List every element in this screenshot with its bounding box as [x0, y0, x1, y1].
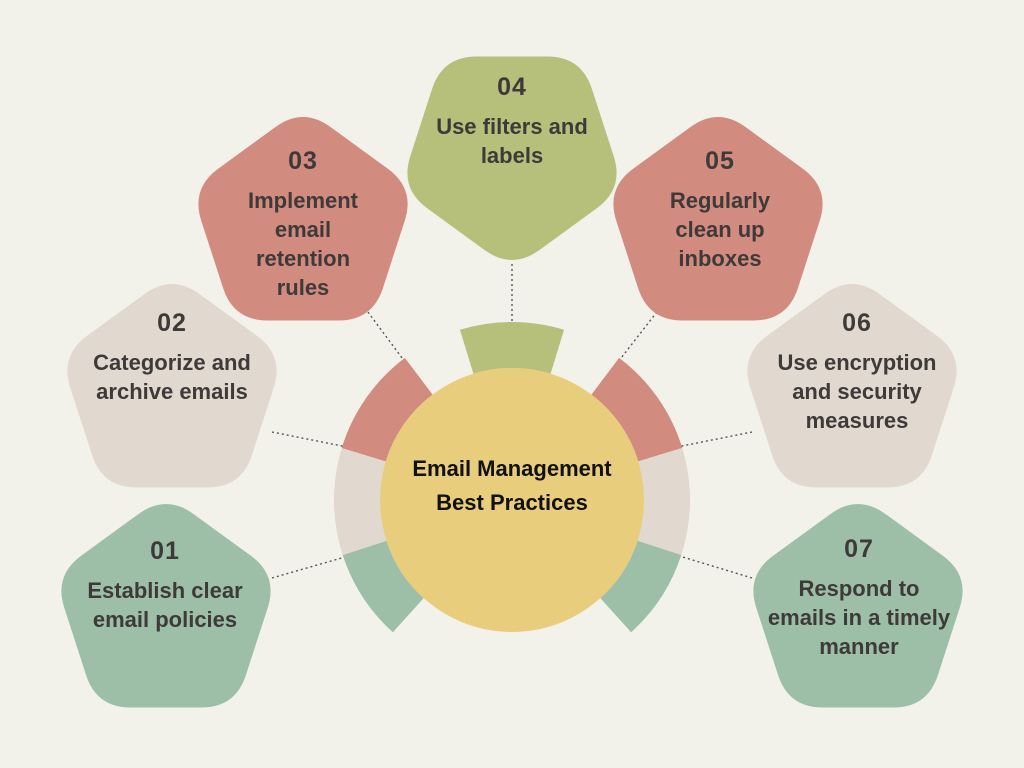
connector-line	[617, 307, 661, 363]
connector-line	[364, 307, 406, 363]
ring-segment	[459, 321, 565, 374]
step-04-text: 04 Use filters and labels	[412, 72, 612, 170]
pentagon-card	[407, 56, 617, 260]
pentagon-card	[67, 284, 277, 488]
step-01-text: 01 Establish clear email policies	[72, 536, 258, 634]
pentagon-card	[747, 284, 957, 488]
step-05-number: 05	[705, 147, 735, 175]
connector-lines	[271, 264, 753, 579]
step-07-number: 07	[844, 535, 874, 563]
pentagon-card	[613, 117, 823, 321]
step-04-label: Use filters and labels	[436, 114, 588, 168]
step-04-number: 04	[497, 73, 527, 101]
ring-segment	[591, 357, 683, 462]
ring-segment	[600, 540, 682, 633]
center-title: Email Management Best Practices	[412, 456, 612, 515]
step-01-number: 01	[150, 537, 180, 565]
step-06-number: 06	[842, 309, 872, 337]
connector-line	[271, 554, 353, 579]
center-ring	[334, 321, 690, 633]
step-03-text: 03 Implement email retention rules	[228, 146, 378, 302]
ring-segment	[334, 447, 387, 556]
step-06-label: Use encryption and security measures	[777, 350, 937, 433]
step-02-label: Categorize and archive emails	[93, 350, 251, 404]
connector-line	[671, 431, 753, 449]
connector-line	[271, 431, 353, 449]
pentagon-card	[198, 117, 408, 321]
step-01-label: Establish clear email policies	[87, 578, 243, 632]
step-07-label: Respond to emails in a timely manner	[767, 576, 951, 659]
pentagon-card	[61, 504, 271, 708]
ring-segment	[341, 357, 433, 462]
step-03-number: 03	[288, 147, 318, 175]
step-02-text: 02 Categorize and archive emails	[86, 308, 258, 406]
ring-segment	[637, 447, 690, 556]
step-05-label: Regularly clean up inboxes	[669, 188, 771, 271]
pentagon-cards	[61, 56, 963, 708]
connector-line	[675, 554, 753, 579]
step-06-text: 06 Use encryption and security measures	[772, 308, 942, 435]
step-07-text: 07 Respond to emails in a timely manner	[762, 534, 956, 661]
pentagon-card	[753, 504, 963, 708]
step-03-label: Implement email retention rules	[247, 188, 359, 300]
center-circle	[380, 368, 644, 632]
step-02-number: 02	[157, 309, 187, 337]
ring-segment	[342, 540, 424, 633]
step-05-text: 05 Regularly clean up inboxes	[640, 146, 800, 273]
